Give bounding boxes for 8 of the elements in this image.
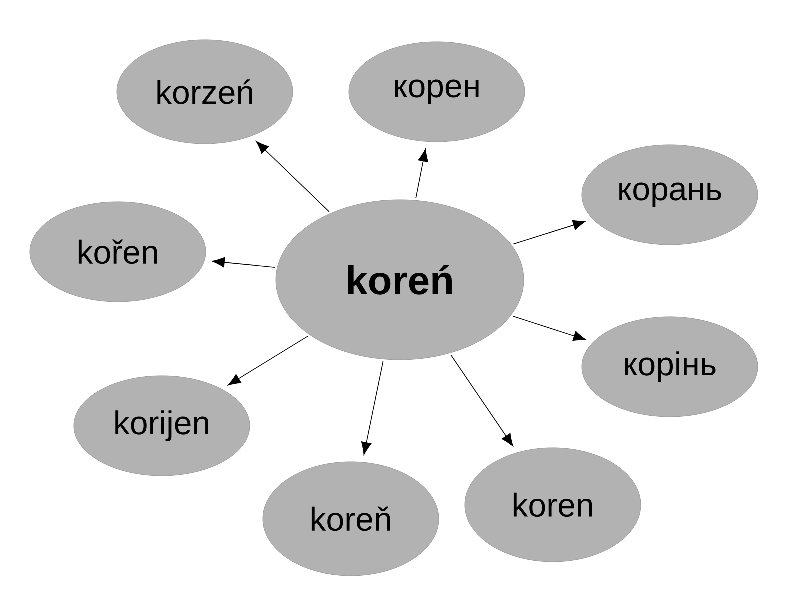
arrow: [212, 257, 276, 268]
arrow: [512, 316, 586, 342]
arrow: [256, 141, 330, 212]
arrow: [228, 336, 309, 386]
arrow: [362, 361, 384, 456]
arrow: [450, 354, 514, 447]
arrow: [513, 220, 586, 245]
arrow: [416, 148, 428, 199]
